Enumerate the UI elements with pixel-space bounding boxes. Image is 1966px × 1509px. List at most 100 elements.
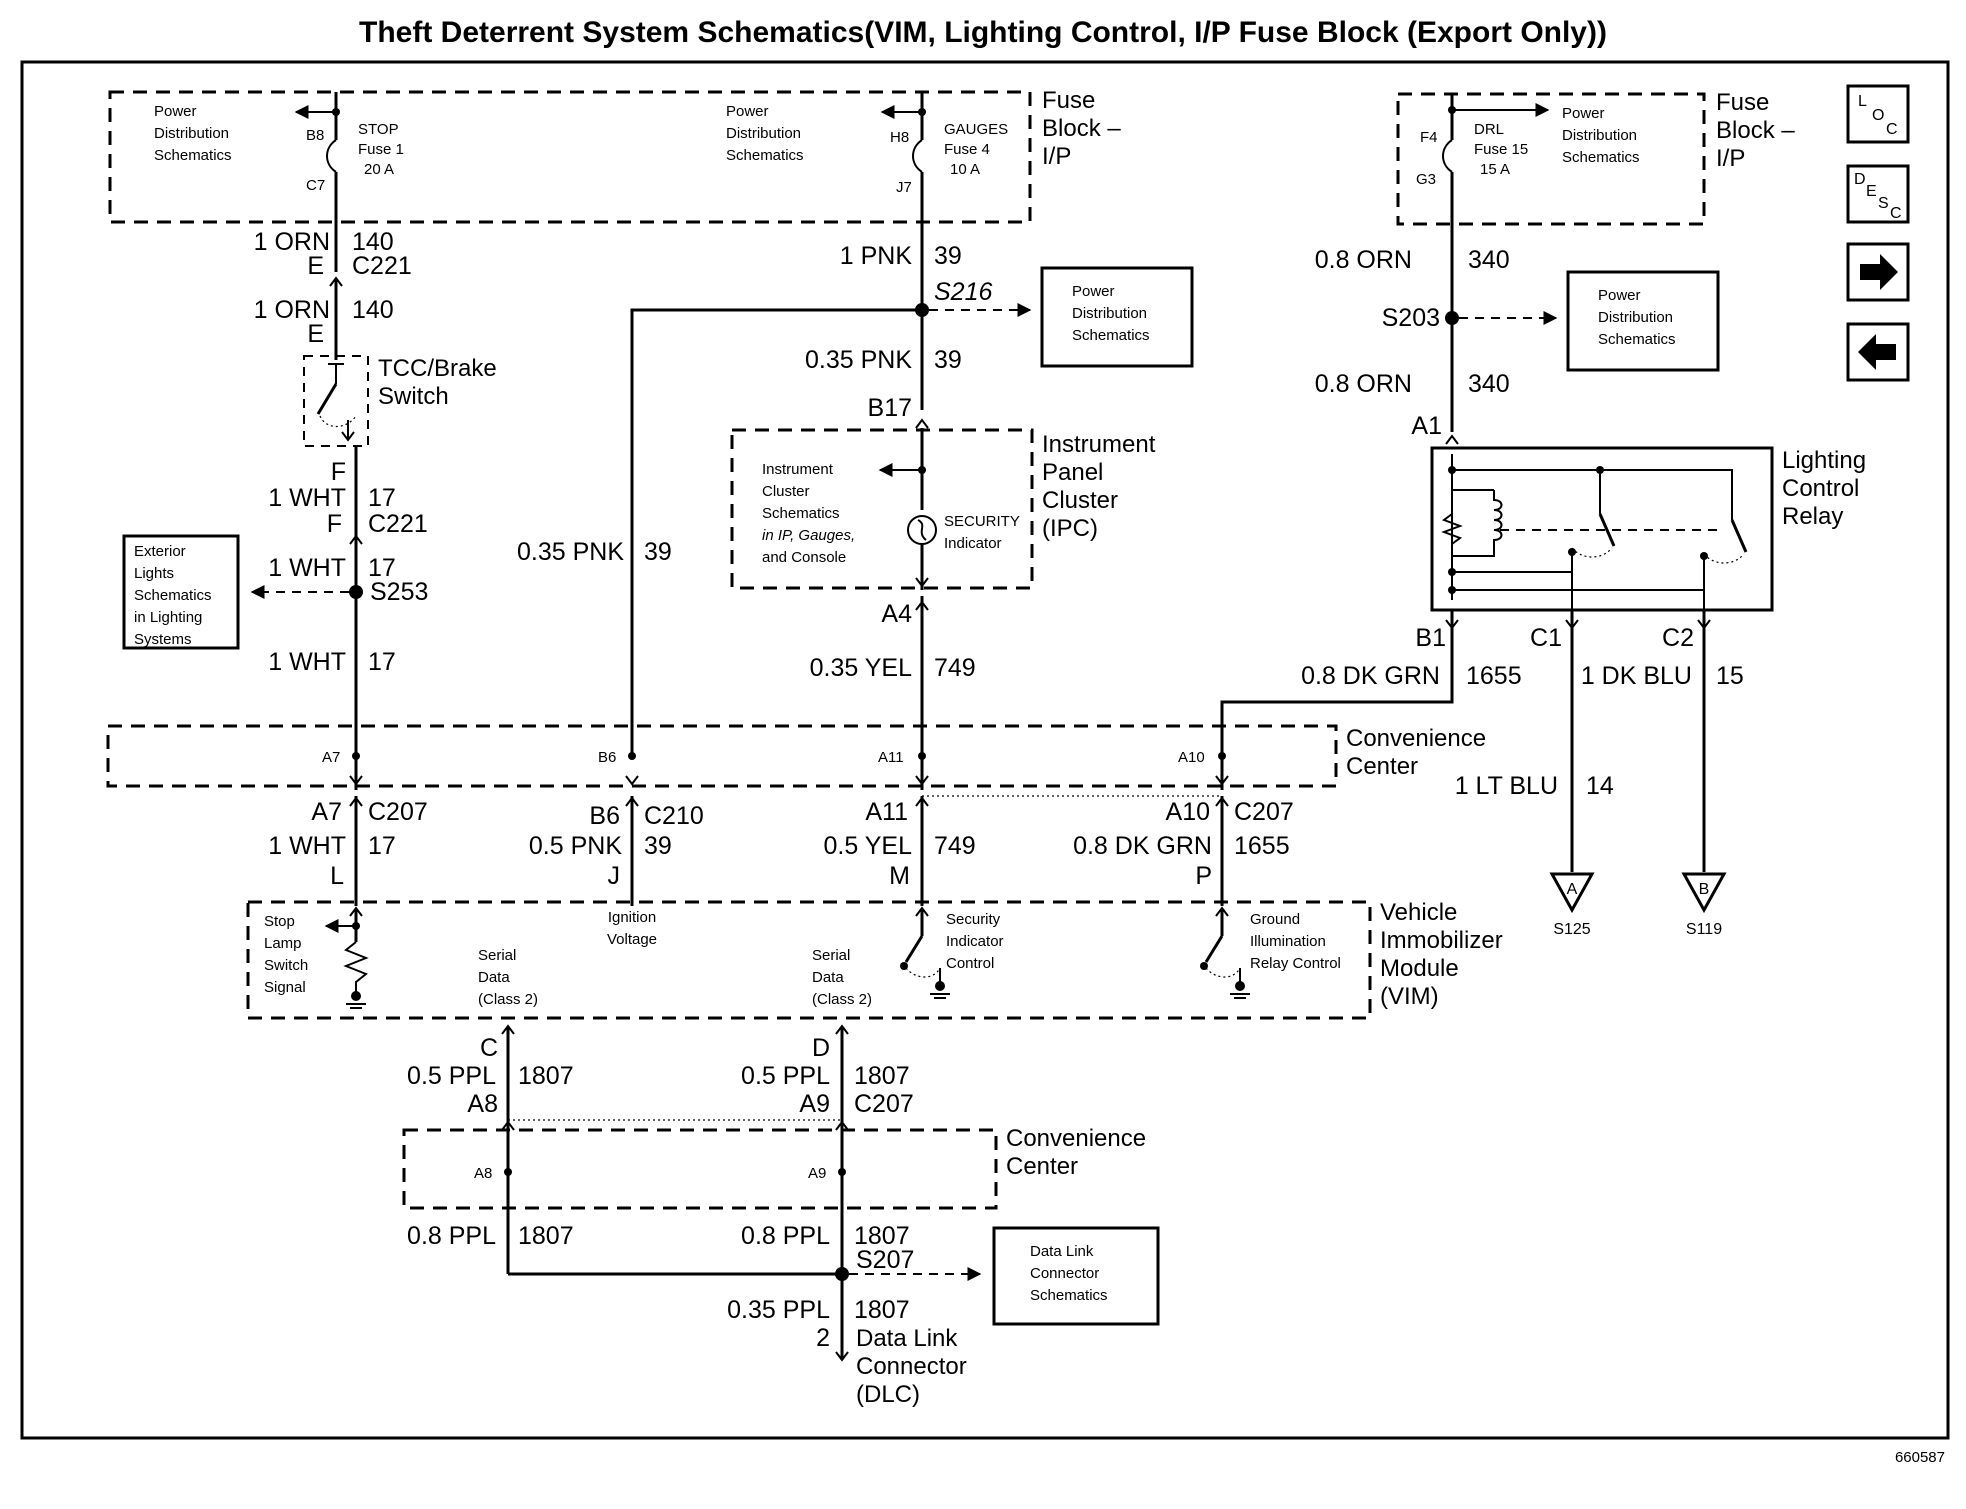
- cc-pin-b6: B6: [598, 749, 616, 766]
- circuit-number: 340: [1468, 246, 1510, 274]
- loc-button[interactable]: L O C: [1846, 84, 1910, 144]
- vehicle-immobilizer-module: [246, 900, 1372, 1020]
- circuit-number: 1807: [854, 1222, 910, 1250]
- fuse-block-label: Block –: [1042, 115, 1121, 142]
- fuse-block-ip-left: [108, 90, 1032, 224]
- ground-illumination-relay-control-label: Ground Illumination Relay Control: [1250, 911, 1341, 972]
- svg-text:Schematics: Schematics: [1072, 327, 1150, 344]
- security-indicator-control-label: Security Indicator Control: [946, 911, 1004, 972]
- circuit-number: 17: [368, 832, 396, 860]
- cc-pin-a9: A9: [808, 1165, 826, 1182]
- pin-p: P: [1195, 862, 1212, 890]
- svg-text:Power: Power: [726, 103, 769, 120]
- desc-letter-e: E: [1866, 183, 1877, 200]
- ipc-label: (IPC): [1042, 515, 1098, 542]
- pin-a10: A10: [1166, 798, 1210, 826]
- svg-text:Power: Power: [1562, 105, 1605, 122]
- power-distribution-ref-mid: Power Distribution Schematics: [726, 103, 804, 164]
- power-distribution-ref-left: Power Distribution Schematics: [154, 103, 232, 164]
- svg-text:Switch: Switch: [264, 957, 308, 974]
- pin-c2: C2: [1662, 624, 1694, 652]
- relay-contact-icon: [1730, 519, 1748, 553]
- circuit-number: 1655: [1234, 832, 1290, 860]
- ipc-label: Instrument: [1042, 431, 1156, 458]
- svg-text:Cluster: Cluster: [762, 483, 810, 500]
- instrument-panel-cluster: [730, 428, 1034, 590]
- arrow-left-icon: [1858, 334, 1896, 370]
- fuse-block-label: Fuse: [1042, 87, 1095, 114]
- pin-a11: A11: [865, 798, 908, 826]
- pin-b17: B17: [868, 394, 912, 422]
- svg-text:in Lighting: in Lighting: [134, 609, 202, 626]
- svg-text:Signal: Signal: [264, 979, 306, 996]
- fuse-drl-name: DRL: [1474, 121, 1504, 138]
- pin-l: L: [330, 862, 344, 890]
- svg-text:Power: Power: [1598, 287, 1641, 304]
- cc-pin-a10: A10: [1178, 749, 1205, 766]
- tcc-brake-label: Switch: [378, 383, 449, 410]
- circuit-number: 39: [644, 832, 672, 860]
- desc-letter-s: S: [1878, 195, 1889, 212]
- ground-illumination-switch-icon: [1204, 935, 1224, 963]
- wire-label: 1 WHT: [268, 648, 346, 676]
- svg-text:Control: Control: [946, 955, 994, 972]
- page-ref-b-letter: B: [1699, 881, 1710, 898]
- wire-label: 1 WHT: [268, 554, 346, 582]
- pin-c1: C1: [1530, 624, 1562, 652]
- relay-coil-icon: [1452, 490, 1503, 557]
- wire-label: 0.35 PNK: [517, 538, 624, 566]
- splice-label: S203: [1382, 304, 1440, 332]
- circuit-number: 17: [368, 648, 396, 676]
- arrow-right-icon: [1860, 254, 1898, 290]
- svg-text:Ground: Ground: [1250, 911, 1300, 928]
- exterior-lights-schematics-ref: Exterior Lights Schematics in Lighting S…: [122, 534, 240, 650]
- fuse-gauges-number: Fuse 4: [944, 141, 990, 158]
- svg-text:Data Link: Data Link: [1030, 1243, 1094, 1260]
- wire-label: 1 LT BLU: [1455, 772, 1558, 800]
- connector-c221: C221: [352, 252, 412, 280]
- previous-page-button[interactable]: [1846, 322, 1910, 382]
- stop-signal-resistor-icon: [343, 941, 369, 996]
- circuit-number: 140: [352, 228, 394, 256]
- convenience-center-label: Center: [1346, 753, 1418, 780]
- pin-2: 2: [816, 1324, 830, 1352]
- circuit-number: 749: [934, 832, 976, 860]
- svg-text:Systems: Systems: [134, 631, 192, 648]
- pin-c7: C7: [306, 177, 325, 194]
- pin-f: F: [327, 510, 342, 538]
- convenience-center-bottom: [402, 1128, 998, 1210]
- svg-text:Indicator: Indicator: [946, 933, 1004, 950]
- circuit-number: 1807: [518, 1222, 574, 1250]
- lighting-control-relay: [1430, 446, 1774, 612]
- wire-label: 0.8 PPL: [407, 1222, 496, 1250]
- pin-a4: A4: [881, 600, 912, 628]
- connector-c210: C210: [644, 802, 704, 830]
- wire-label: 0.35 PNK: [805, 346, 912, 374]
- connector-c207: C207: [368, 798, 428, 826]
- ground-icon: [1230, 981, 1250, 999]
- desc-button[interactable]: D E S C: [1846, 164, 1910, 224]
- svg-text:Distribution: Distribution: [154, 125, 229, 142]
- wire-label: 1 WHT: [268, 832, 346, 860]
- next-page-button[interactable]: [1846, 242, 1910, 302]
- pin-h8: H8: [890, 129, 909, 146]
- fuse-gauges-icon: [912, 139, 923, 173]
- fuse-gauges-name: GAUGES: [944, 121, 1008, 138]
- connector-c221: C221: [368, 510, 428, 538]
- relay-resistor-icon: [1441, 513, 1463, 545]
- fuse-block-label: I/P: [1042, 143, 1071, 170]
- svg-text:Connector: Connector: [1030, 1265, 1099, 1282]
- fuse-drl-icon: [1442, 139, 1453, 173]
- circuit-number: 340: [1468, 370, 1510, 398]
- diagram-id: 660587: [1895, 1449, 1945, 1466]
- svg-text:Exterior: Exterior: [134, 543, 186, 560]
- pin-j7: J7: [896, 179, 912, 196]
- convenience-center-label: Center: [1006, 1153, 1078, 1180]
- pin-j: J: [608, 862, 621, 890]
- wire-label: 0.8 ORN: [1315, 246, 1412, 274]
- fuse-block-ip-right: [1396, 92, 1706, 226]
- svg-text:Power: Power: [1072, 283, 1115, 300]
- cc-pin-a8: A8: [474, 1165, 492, 1182]
- pin-b6: B6: [589, 802, 620, 830]
- connector-c207: C207: [1234, 798, 1294, 826]
